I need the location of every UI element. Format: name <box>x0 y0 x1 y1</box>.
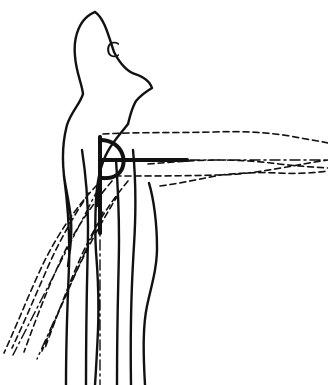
head-back-outline <box>95 12 152 124</box>
arm-abducted-lower-contour <box>115 160 328 176</box>
torso-back-contour <box>144 183 157 385</box>
torso-inner-line-2 <box>82 150 88 385</box>
arm-abducted-upper-contour <box>103 132 328 143</box>
torso-inner-line-4 <box>131 150 136 385</box>
arm-abducted-bottom-contour <box>160 171 328 186</box>
torso-inner-line-1 <box>64 176 69 385</box>
